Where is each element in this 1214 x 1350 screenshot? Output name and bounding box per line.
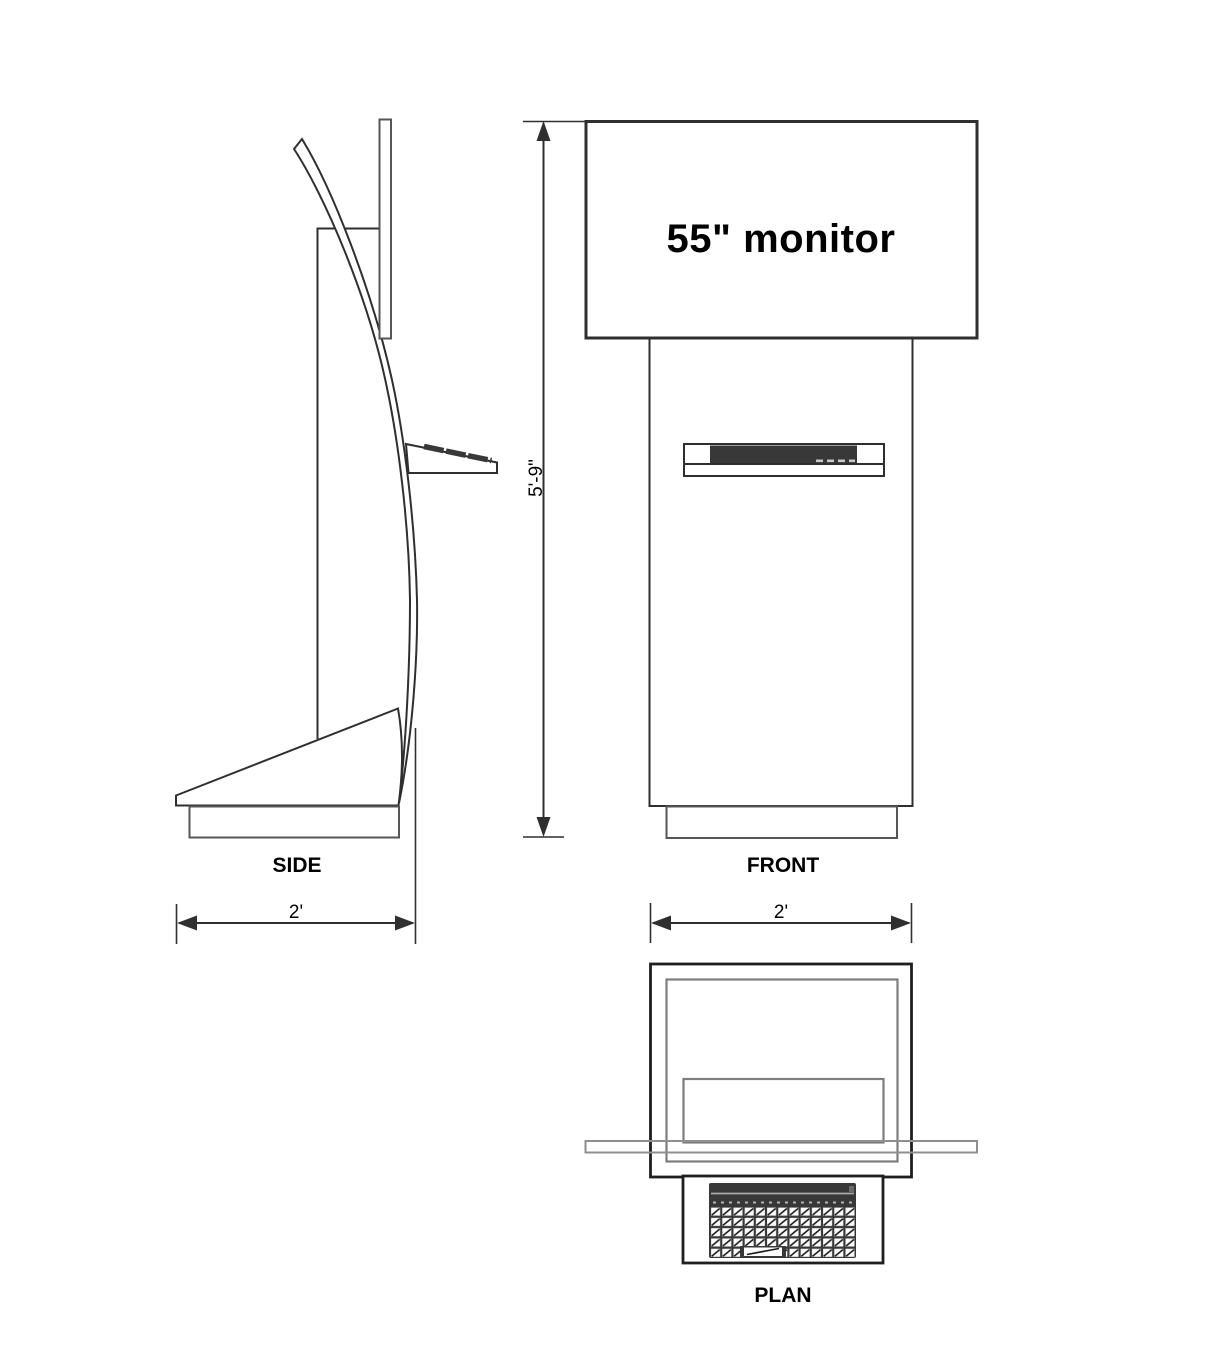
arrow-right-icon [891, 915, 911, 931]
front-keyboard-edge [710, 445, 857, 463]
plan-view: PLAN [584, 962, 978, 1307]
front-pedestal [648, 337, 914, 807]
front-width-dimension: 2' [649, 902, 913, 943]
side-back-panel [316, 227, 379, 739]
arrow-left-icon [651, 915, 671, 931]
monitor-label: 55" monitor [667, 217, 896, 261]
front-view-label: FRONT [747, 854, 819, 877]
height-dimension: 5'-9" [523, 120, 586, 838]
front-view: 55" monitor FRONT [584, 120, 979, 877]
arrow-up-icon [536, 121, 551, 141]
plan-view-label: PLAN [754, 1284, 811, 1307]
plan-body-outline [665, 978, 899, 1163]
plan-monitor-outline [584, 1140, 978, 1154]
side-keyboard-edge [423, 443, 493, 464]
side-width-value: 2' [289, 902, 303, 923]
side-monitor-edge [378, 118, 392, 340]
side-swoosh [292, 137, 419, 804]
side-view: SIDE [175, 118, 498, 877]
arrow-left-icon [177, 915, 197, 931]
arrow-down-icon [536, 817, 551, 837]
side-keyboard-shelf [404, 442, 498, 474]
side-view-label: SIDE [272, 854, 321, 877]
side-width-dimension: 2' [175, 728, 417, 944]
front-monitor [584, 120, 979, 340]
side-base-triangle [175, 707, 403, 807]
arrow-right-icon [395, 915, 415, 931]
height-dimension-value: 5'-9" [526, 459, 547, 497]
plan-base-outline [649, 962, 913, 1179]
plan-keyboard-recess [682, 1077, 885, 1144]
plan-keyboard [709, 1183, 856, 1258]
front-width-value: 2' [774, 902, 788, 923]
front-base-plinth [665, 805, 898, 839]
side-base-plinth [188, 805, 400, 839]
front-keyboard-key-marks [816, 459, 855, 463]
